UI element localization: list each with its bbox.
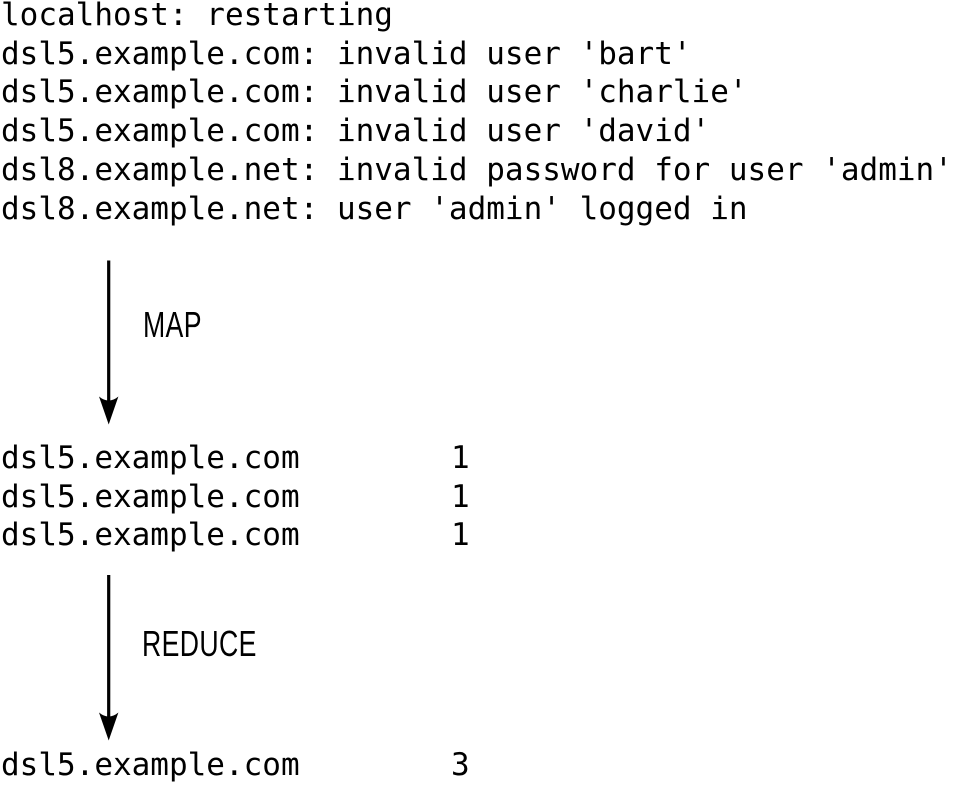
count-value: 1 [451, 440, 470, 476]
count-value: 3 [451, 747, 470, 783]
reduce-output-row: dsl5.example.com 3 [1, 746, 470, 785]
reduce-stage-label: REDUCE [142, 623, 257, 664]
log-line: dsl5.example.com: invalid user 'charlie' [1, 74, 748, 111]
count-value: 1 [451, 517, 470, 554]
reduce-output-block: dsl5.example.com 3 [1, 746, 470, 785]
map-arrow [99, 260, 119, 425]
log-line: dsl5.example.com: invalid user 'bart' [1, 35, 692, 72]
log-line: dsl5.example.com: invalid user 'david' [1, 113, 711, 150]
map-stage-label: MAP [143, 304, 202, 345]
map-output-row: dsl5.example.com 1 [1, 516, 470, 555]
hostname-key: dsl5.example.com [1, 478, 300, 515]
map-output-block: dsl5.example.com 1 dsl5.example.com 1 dsl5… [1, 439, 470, 555]
hostname-key: dsl5.example.com [1, 747, 300, 783]
log-input-block: localhost: restarting dsl5.example.com: … [1, 0, 953, 228]
map-output-row: dsl5.example.com 1 [1, 439, 470, 478]
reduce-arrow [99, 575, 119, 741]
log-line: localhost: restarting [1, 0, 393, 33]
log-line: dsl8.example.net: user 'admin' logged in [1, 190, 748, 227]
map-output-row: dsl5.example.com 1 [1, 478, 470, 517]
count-value: 1 [451, 478, 470, 515]
hostname-key: dsl5.example.com [1, 440, 300, 476]
log-line: dsl8.example.net: invalid password for u… [1, 151, 953, 188]
hostname-key: dsl5.example.com [1, 517, 300, 554]
